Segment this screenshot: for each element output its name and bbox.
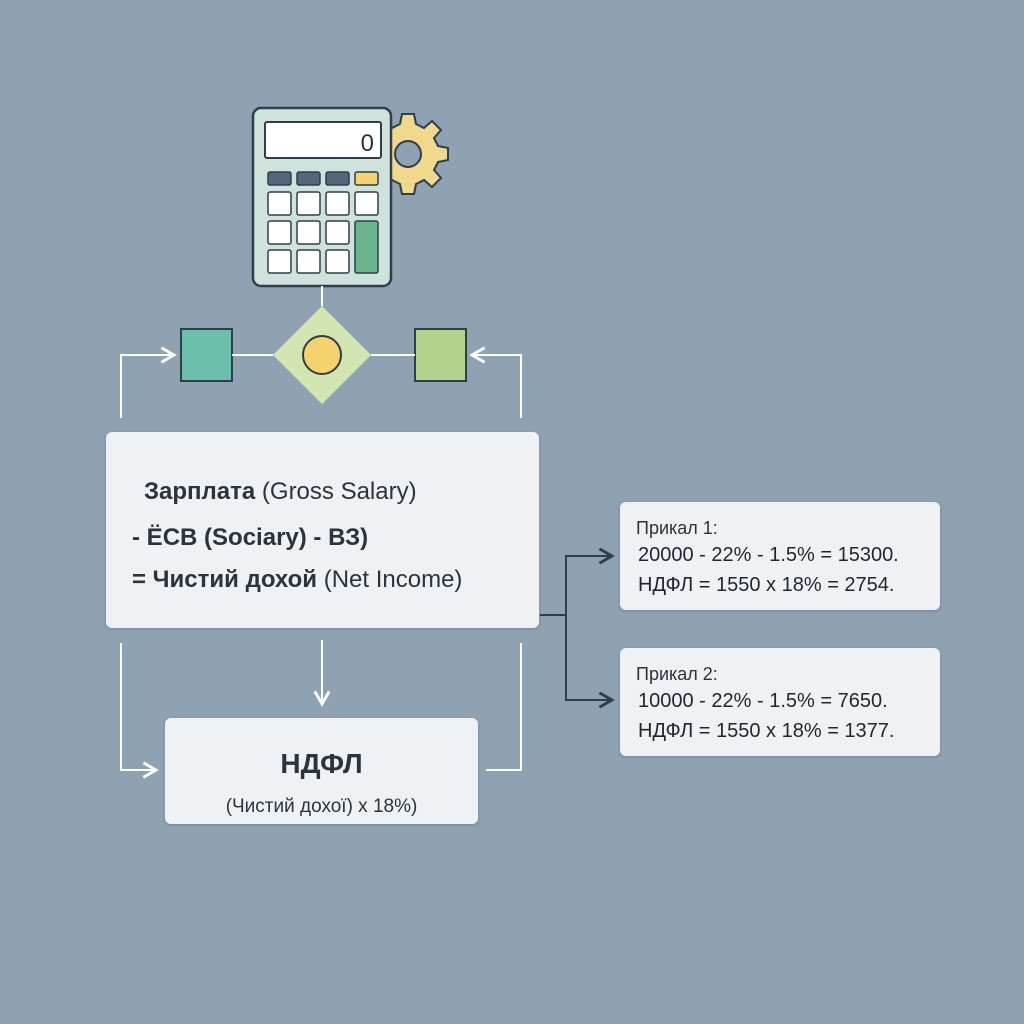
calculator-display [264,121,382,159]
teal-square-node [180,328,233,382]
green-square-node [414,328,467,382]
example-2-box: Прикал 2: 10000 - 22% - 1.5% = 7650. НДФ… [620,648,940,756]
example-1-title: Прикал 1: [636,518,718,538]
formula-net-note: (Net Income) [323,566,463,593]
example-2-line-1: 10000 - 22% - 1.5% = 7650. [638,690,888,712]
formula-line-gross: Зарплата (Gross Salary) [144,478,417,506]
example-1-line-1: 20000 - 22% - 1.5% = 15300. [638,544,899,566]
example-1-line-2: НДФЛ = 1550 x 18% = 2754. [638,574,895,596]
formula-box: Зарплата (Gross Salary) - ЁСВ (Sociary) … [106,432,539,628]
formula-net-label: = Чистий дохой [132,566,318,593]
example-1-box: Прикал 1: 20000 - 22% - 1.5% = 15300. НД… [620,502,940,610]
calculator-icon [251,106,393,288]
calculator-display-value: 0 [361,130,374,157]
example-2-line-2: НДФЛ = 1550 x 18% = 1377. [638,720,895,742]
ndfl-subtitle: (Чистий дохої) x 18%) [225,796,418,817]
example-2-title: Прикал 2: [636,664,718,684]
formula-salary-label: Зарплата [144,478,256,505]
formula-line-net: = Чистий дохой (Net Income) [132,566,462,594]
ndfl-box: НДФЛ (Чистий дохої) x 18%) [165,718,478,824]
ndfl-title: НДФЛ [280,748,363,779]
decision-circle [302,335,342,375]
formula-line-deductions: - ЁСВ (Sociary) - ВЗ) [132,524,369,551]
formula-salary-note: (Gross Salary) [261,478,417,505]
